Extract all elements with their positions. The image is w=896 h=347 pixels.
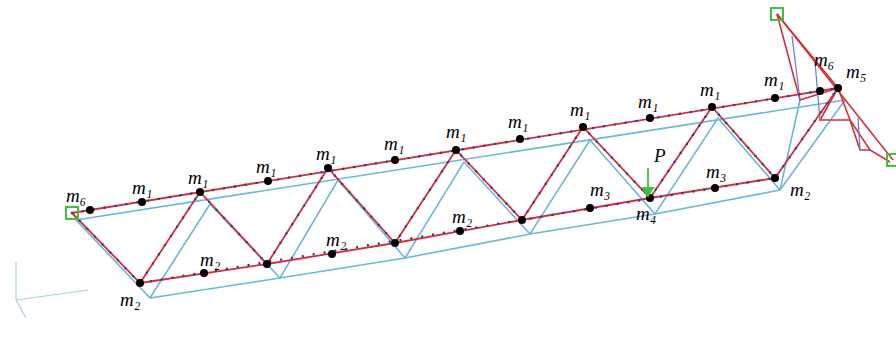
mass-label: m₁	[256, 157, 276, 177]
mass-label: m₆	[814, 50, 834, 70]
mass-label: m₂	[452, 207, 472, 227]
load-label: P	[654, 146, 666, 166]
mass-label: m₃	[706, 162, 726, 182]
mass-label: m₁	[446, 122, 466, 142]
mass-label: m₃	[590, 180, 610, 200]
mass-label: m₂	[200, 250, 220, 270]
mass-label: m₄	[636, 204, 656, 224]
mass-label: m₁	[638, 92, 658, 112]
mass-label: m₁	[508, 112, 528, 132]
mass-label: m₆	[66, 186, 86, 206]
mass-label: m₂	[326, 230, 346, 250]
mass-label: m₁	[764, 70, 784, 90]
mass-label: m₁	[188, 168, 208, 188]
mass-label: m₅	[846, 62, 866, 82]
mass-label: m₁	[132, 178, 152, 198]
mass-label: m₁	[700, 80, 720, 100]
mass-label: m₂	[120, 290, 140, 310]
mass-label: m₁	[384, 134, 404, 154]
mass-label: m₁	[316, 144, 336, 164]
mass-label: m₂	[790, 180, 810, 200]
mass-label: m₁	[570, 100, 590, 120]
